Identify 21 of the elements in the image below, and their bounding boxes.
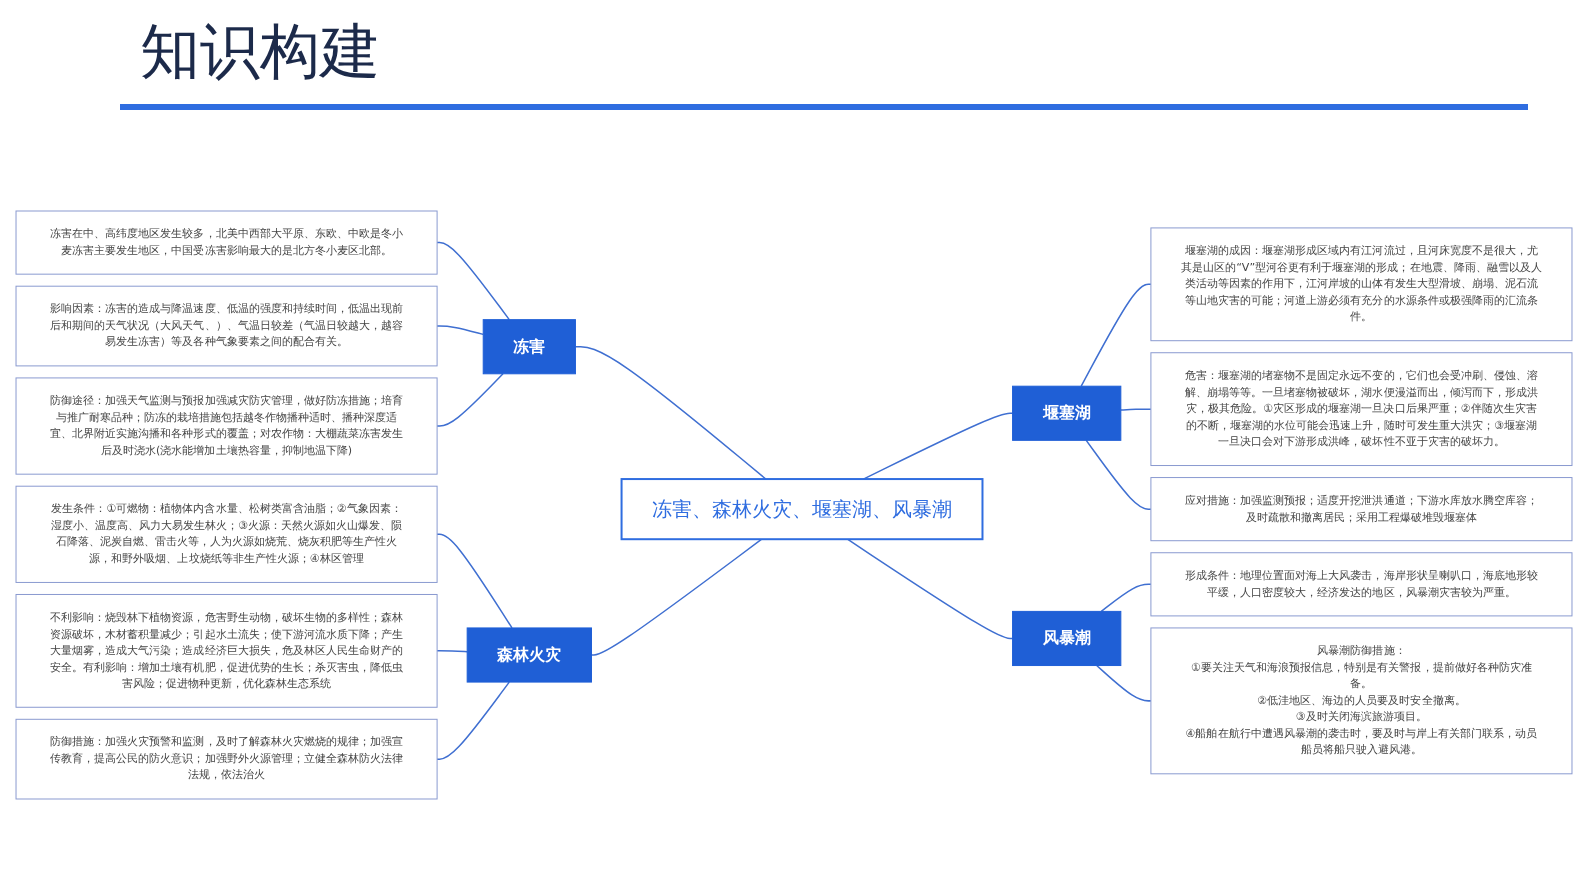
- connector: [590, 538, 763, 656]
- connector: [1080, 283, 1152, 387]
- connector: [436, 650, 468, 653]
- title: 知识构建: [140, 16, 380, 92]
- node-box: 风暴潮: [1012, 610, 1122, 667]
- connector: [436, 681, 510, 760]
- node-box: 森林火灾: [466, 627, 592, 683]
- connector: [436, 325, 484, 336]
- connector: [862, 412, 1014, 480]
- node-box: 冻害、森林火灾、堰塞湖、风暴潮: [620, 478, 984, 541]
- node-box: 堰塞湖: [1012, 385, 1122, 441]
- connector: [436, 533, 513, 629]
- connector: [1120, 408, 1152, 411]
- connector: [846, 538, 1014, 640]
- connector: [436, 373, 504, 427]
- connector: [1095, 664, 1152, 702]
- connector: [574, 345, 767, 480]
- connector: [436, 241, 510, 321]
- connector: [1100, 583, 1152, 613]
- connector: [1085, 439, 1152, 510]
- node-box: 冻害: [482, 319, 576, 375]
